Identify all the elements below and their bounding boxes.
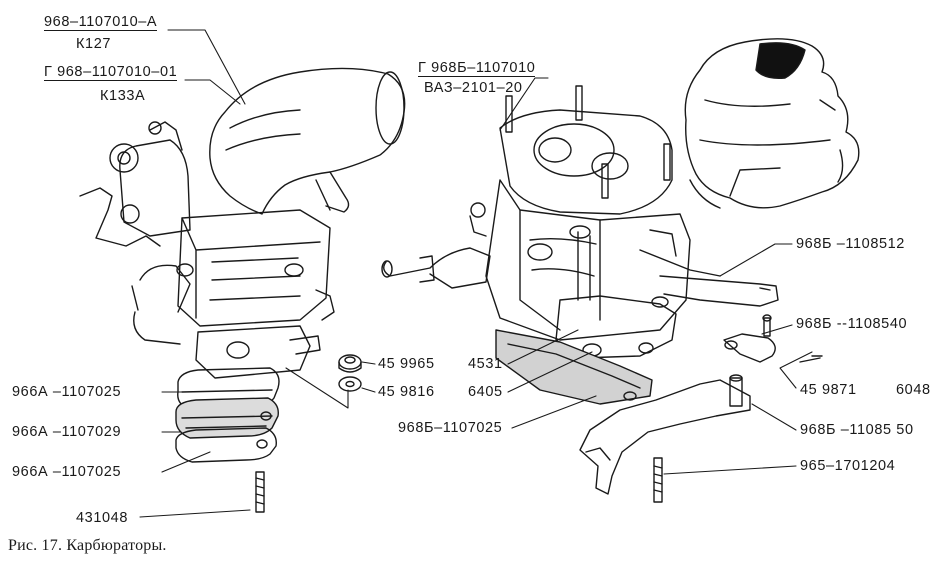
- label-45-9965: 45 9965: [378, 356, 435, 372]
- label-966a-1107029: 966А –1107029: [12, 424, 122, 440]
- label-left-carb-second-model: К133А: [100, 88, 146, 104]
- label-968b-1107025: 968Б–1107025: [398, 420, 503, 436]
- label-431048: 431048: [76, 510, 128, 526]
- label-968b-1108540: 968Б --1108540: [796, 316, 908, 332]
- label-45-9816: 45 9816: [378, 384, 435, 400]
- label-966a-1107025-b: 966А –1107025: [12, 464, 122, 480]
- label-968b-1108550: 968Б –11085 50: [800, 422, 914, 438]
- label-left-carb-top: 968–1107010–А: [44, 14, 158, 31]
- label-45-9871: 45 9871: [800, 382, 857, 398]
- label-965-1701204: 965–1701204: [800, 458, 896, 474]
- left-carburetor: [79, 67, 406, 513]
- label-4531: 4531: [468, 356, 503, 372]
- figure-caption: Рис. 17. Карбюраторы.: [8, 537, 167, 554]
- label-6048: 6048: [896, 382, 931, 398]
- label-left-carb-top-model: К127: [76, 36, 112, 52]
- label-left-carb-second: Г 968–1107010–01: [44, 64, 178, 81]
- label-right-carb: Г 968Б–1107010: [418, 60, 536, 77]
- label-968b-1108512: 968Б –1108512: [796, 236, 905, 252]
- leader-lines: [139, 29, 813, 518]
- car-locator-sketch: [684, 38, 860, 209]
- right-carburetor: [381, 85, 823, 503]
- label-right-carb-model: ВАЗ–2101–20: [424, 80, 523, 96]
- label-966a-1107025-a: 966А –1107025: [12, 384, 122, 400]
- label-6405: 6405: [468, 384, 503, 400]
- nut-and-washer: [338, 354, 362, 392]
